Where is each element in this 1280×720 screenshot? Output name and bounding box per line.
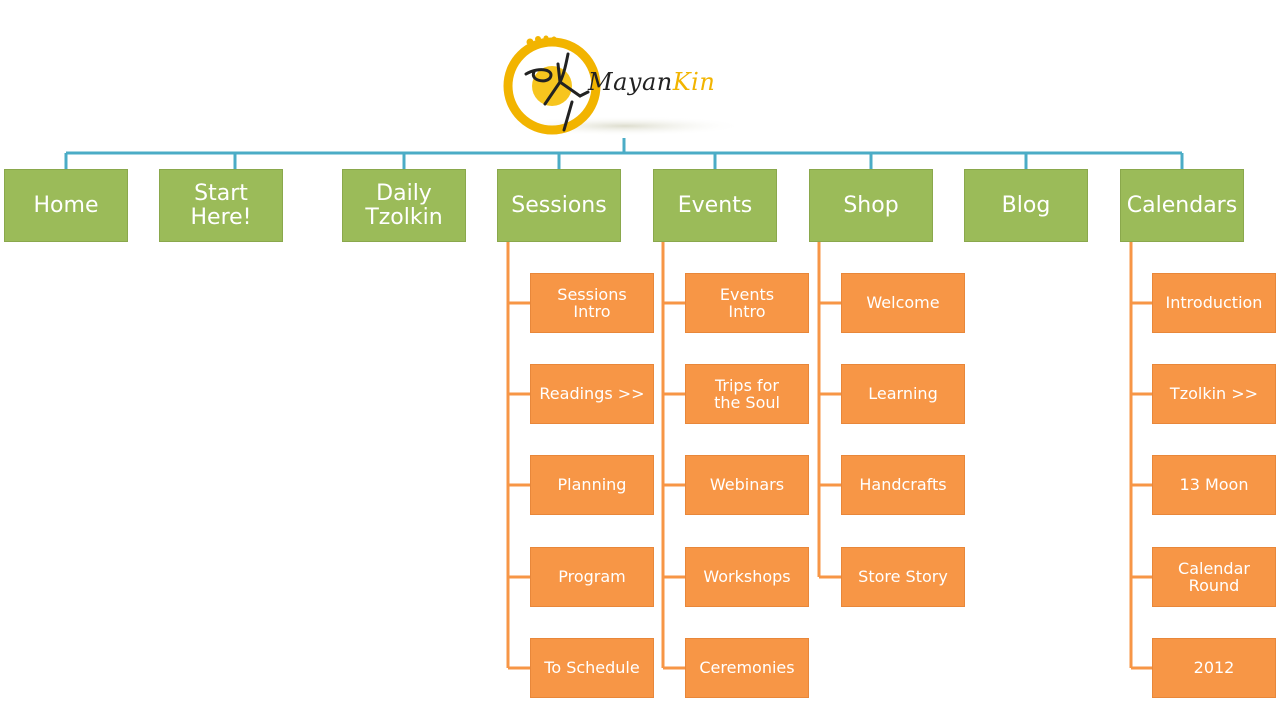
submenu-item-events-intro[interactable]: Events Intro xyxy=(685,273,809,333)
submenu-item-tzolkin[interactable]: Tzolkin >> xyxy=(1152,364,1276,424)
submenu-item-ceremonies[interactable]: Ceremonies xyxy=(685,638,809,698)
submenu-item-trips-for-the-soul[interactable]: Trips for the Soul xyxy=(685,364,809,424)
logo-word-mayan: Mayan xyxy=(588,68,673,96)
submenu-item-calendar-round[interactable]: Calendar Round xyxy=(1152,547,1276,607)
submenu-item-sessions-intro[interactable]: Sessions Intro xyxy=(530,273,654,333)
submenu-item-to-schedule[interactable]: To Schedule xyxy=(530,638,654,698)
sun-figure-icon xyxy=(503,35,745,136)
logo-word-kin: Kin xyxy=(672,68,716,96)
submenu-item-readings[interactable]: Readings >> xyxy=(530,364,654,424)
nav-item-start-here[interactable]: Start Here! xyxy=(159,169,283,242)
submenu-item-program[interactable]: Program xyxy=(530,547,654,607)
submenu-item-webinars[interactable]: Webinars xyxy=(685,455,809,515)
submenu-item-store-story[interactable]: Store Story xyxy=(841,547,965,607)
nav-item-shop[interactable]: Shop xyxy=(809,169,933,242)
nav-item-calendars[interactable]: Calendars xyxy=(1120,169,1244,242)
submenu-item-13-moon[interactable]: 13 Moon xyxy=(1152,455,1276,515)
nav-item-daily-tzolkin[interactable]: Daily Tzolkin xyxy=(342,169,466,242)
nav-item-events[interactable]: Events xyxy=(653,169,777,242)
submenu-item-planning[interactable]: Planning xyxy=(530,455,654,515)
submenu-item-workshops[interactable]: Workshops xyxy=(685,547,809,607)
submenu-item-handcrafts[interactable]: Handcrafts xyxy=(841,455,965,515)
submenu-item-introduction[interactable]: Introduction xyxy=(1152,273,1276,333)
submenu-item-learning[interactable]: Learning xyxy=(841,364,965,424)
nav-item-blog[interactable]: Blog xyxy=(964,169,1088,242)
submenu-item-2012[interactable]: 2012 xyxy=(1152,638,1276,698)
logo-wordmark: MayanKin xyxy=(588,68,715,96)
mayankin-logo[interactable]: MayanKin xyxy=(500,34,750,144)
submenu-item-welcome[interactable]: Welcome xyxy=(841,273,965,333)
nav-item-home[interactable]: Home xyxy=(4,169,128,242)
nav-item-sessions[interactable]: Sessions xyxy=(497,169,621,242)
